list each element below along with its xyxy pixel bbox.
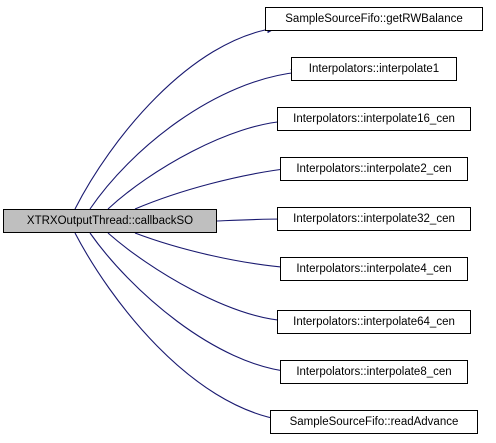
root-node-label: XTRXOutputThread::callbackSO [26, 215, 194, 227]
node-label: Interpolators::interpolate4_cen [296, 263, 452, 275]
node-label: Interpolators::interpolate32_cen [293, 213, 455, 225]
node-interpolate32-cen[interactable]: Interpolators::interpolate32_cen [277, 207, 471, 231]
node-label: Interpolators::interpolate8_cen [296, 366, 452, 378]
node-interpolate16-cen[interactable]: Interpolators::interpolate16_cen [277, 107, 471, 131]
node-read-advance[interactable]: SampleSourceFifo::readAdvance [270, 410, 478, 434]
call-edge-2 [107, 117, 289, 210]
node-interpolate1[interactable]: Interpolators::interpolate1 [291, 57, 457, 81]
node-interpolate64-cen[interactable]: Interpolators::interpolate64_cen [277, 310, 471, 334]
node-label: Interpolators::interpolate16_cen [293, 113, 455, 125]
node-get-rw-balance[interactable]: SampleSourceFifo::getRWBalance [265, 7, 483, 31]
call-edge-7 [89, 232, 293, 376]
call-edge-3 [134, 165, 293, 210]
call-edge-8 [74, 232, 283, 423]
node-interpolate8-cen[interactable]: Interpolators::interpolate8_cen [280, 360, 468, 384]
call-edge-0 [74, 25, 277, 210]
call-edge-6 [107, 232, 289, 325]
node-label: Interpolators::interpolate2_cen [296, 163, 452, 175]
node-label: SampleSourceFifo::readAdvance [289, 416, 459, 428]
root-node-callback-so: XTRXOutputThread::callbackSO [3, 209, 217, 233]
call-edge-1 [89, 68, 301, 210]
node-label: SampleSourceFifo::getRWBalance [285, 13, 463, 25]
node-label: Interpolators::interpolate1 [308, 63, 440, 75]
node-label: Interpolators::interpolate64_cen [293, 316, 455, 328]
node-interpolate4-cen[interactable]: Interpolators::interpolate4_cen [280, 257, 468, 281]
call-edge-5 [134, 232, 293, 272]
node-interpolate2-cen[interactable]: Interpolators::interpolate2_cen [280, 157, 468, 181]
